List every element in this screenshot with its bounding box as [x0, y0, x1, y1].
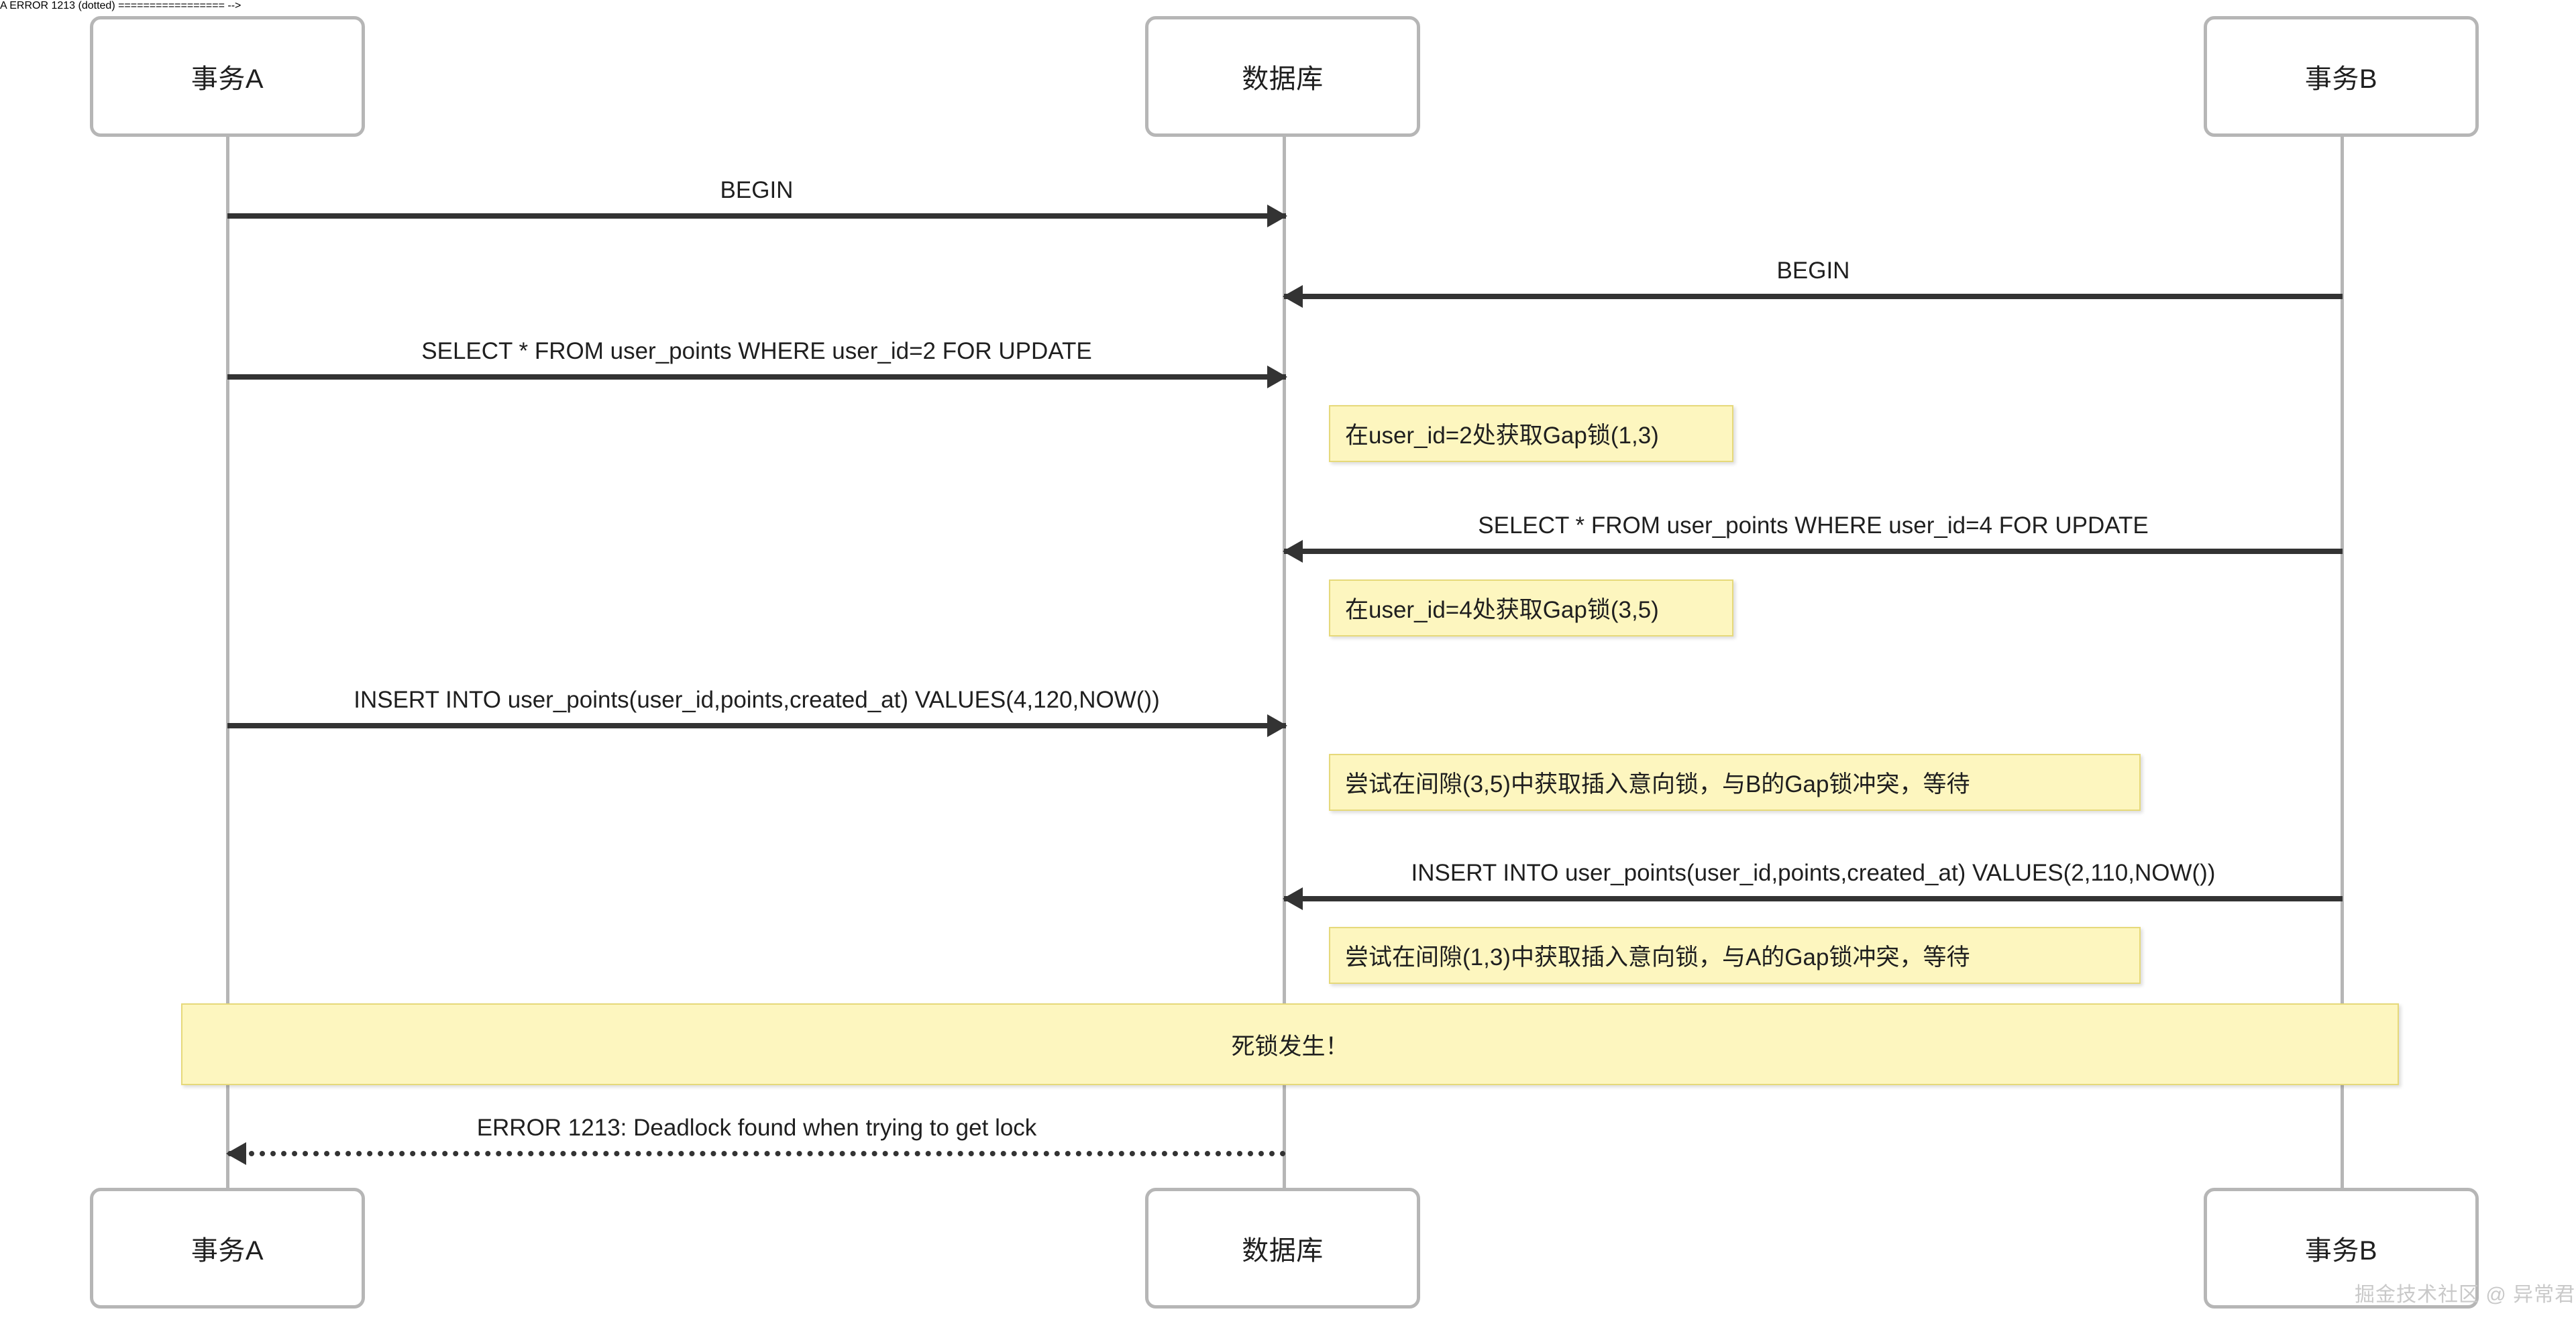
note-gap-lock-3-5: 在user_id=4处获取Gap锁(3,5)	[1329, 579, 1733, 636]
actor-label-transaction-a-bottom: 事务A	[191, 1236, 264, 1266]
lifeline-transaction-b	[2341, 136, 2344, 1189]
message-line	[1284, 896, 2343, 901]
note-text: 尝试在间隙(3,5)中获取插入意向锁，与B的Gap锁冲突，等待	[1345, 771, 1970, 797]
lifeline-transaction-a	[226, 136, 229, 1189]
actor-label-transaction-b-top: 事务B	[2304, 64, 2378, 94]
actor-box-transaction-b-bottom[interactable]: 事务B	[2204, 1188, 2479, 1309]
message-line	[227, 213, 1286, 219]
lifeline-database	[1283, 136, 1286, 1189]
message-label: ERROR 1213: Deadlock found when trying t…	[476, 1115, 1037, 1141]
arrowhead-right-icon	[1267, 205, 1287, 227]
arrowhead-left-icon	[1283, 887, 1303, 910]
note-gap-lock-1-3: 在user_id=2处获取Gap锁(1,3)	[1329, 405, 1733, 462]
message-line	[1284, 294, 2343, 299]
actor-box-database-bottom[interactable]: 数据库	[1145, 1188, 1420, 1309]
actor-label-database-top: 数据库	[1242, 64, 1324, 94]
actor-label-transaction-b-bottom: 事务B	[2304, 1236, 2378, 1266]
arrowhead-right-icon	[1267, 714, 1287, 737]
note-insert-intention-lock-3-5: 尝试在间隙(3,5)中获取插入意向锁，与B的Gap锁冲突，等待	[1329, 754, 2141, 811]
note-deadlock-banner: 死锁发生！	[181, 1003, 2399, 1085]
message-label: SELECT * FROM user_points WHERE user_id=…	[1478, 512, 2149, 539]
message-label: SELECT * FROM user_points WHERE user_id=…	[421, 338, 1092, 364]
arrowhead-left-icon	[1283, 285, 1303, 308]
note-text: 死锁发生！	[1231, 1033, 1349, 1060]
arrowhead-left-icon	[226, 1142, 246, 1165]
message-label: BEGIN	[720, 177, 794, 203]
arrowhead-left-icon	[1283, 540, 1303, 563]
message-label: BEGIN	[1776, 258, 1850, 284]
actor-label-database-bottom: 数据库	[1242, 1236, 1324, 1266]
message-line	[227, 1151, 1286, 1156]
actor-box-transaction-b-top[interactable]: 事务B	[2204, 16, 2479, 137]
arrowhead-right-icon	[1267, 366, 1287, 388]
note-text: 尝试在间隙(1,3)中获取插入意向锁，与A的Gap锁冲突，等待	[1345, 944, 1970, 970]
message-line	[227, 374, 1286, 380]
note-insert-intention-lock-1-3: 尝试在间隙(1,3)中获取插入意向锁，与A的Gap锁冲突，等待	[1329, 927, 2141, 984]
note-text: 在user_id=2处获取Gap锁(1,3)	[1345, 423, 1659, 449]
watermark-text: 掘金技术社区 @ 异常君	[2355, 1284, 2576, 1306]
message-line	[227, 723, 1286, 728]
actor-box-database-top[interactable]: 数据库	[1145, 16, 1420, 137]
note-text: 在user_id=4处获取Gap锁(3,5)	[1345, 597, 1659, 623]
message-label: INSERT INTO user_points(user_id,points,c…	[354, 687, 1160, 713]
actor-box-transaction-a-top[interactable]: 事务A	[90, 16, 365, 137]
actor-box-transaction-a-bottom[interactable]: 事务A	[90, 1188, 365, 1309]
message-label: INSERT INTO user_points(user_id,points,c…	[1411, 860, 2216, 886]
message-line	[1284, 549, 2343, 554]
actor-label-transaction-a-top: 事务A	[191, 64, 264, 94]
